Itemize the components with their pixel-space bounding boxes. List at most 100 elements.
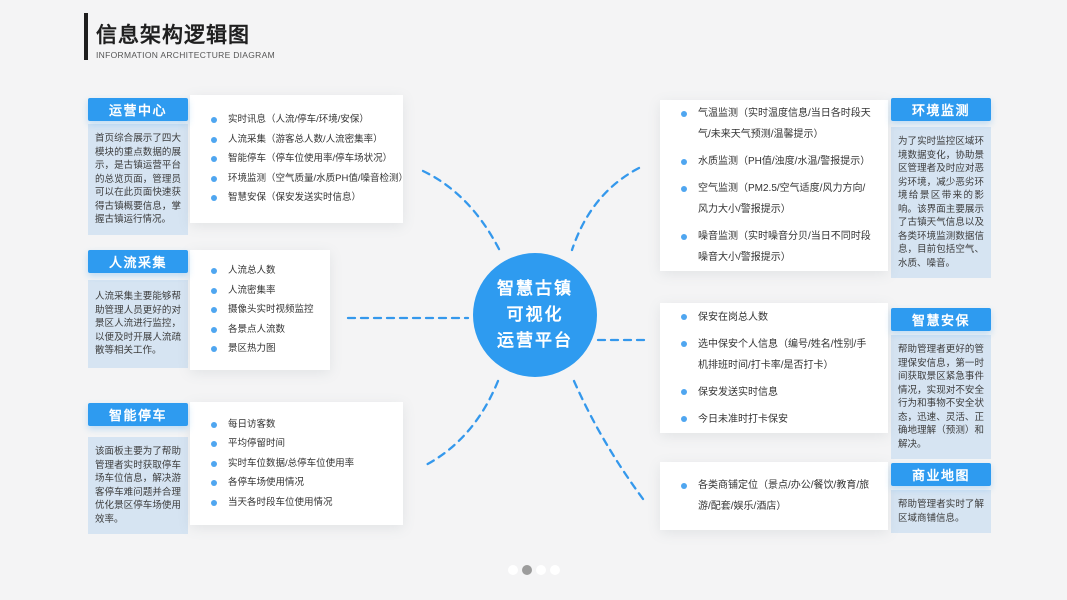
feature-item-label: 各景点人流数 bbox=[228, 323, 286, 335]
feature-item: 选中保安个人信息（编号/姓名/性别/手机排班时间/打卡率/是否打卡） bbox=[660, 334, 888, 376]
center-node-line3: 运营平台 bbox=[497, 331, 573, 350]
feature-item-label: 保安在岗总人数 bbox=[698, 311, 768, 323]
connector-lower-left bbox=[422, 379, 500, 468]
feature-item-label: 智慧安保（保安发送实时信息） bbox=[228, 192, 362, 204]
bullet-icon bbox=[211, 346, 217, 353]
description-text: 人流采集主要能够帮助管理人员更好的对景区人流进行监控，以便及时开展人流疏散等相关… bbox=[95, 291, 181, 357]
module-operation-center-card: 实时讯息（人流/停车/环境/安保） 人流采集（游客总人数/人流密集率） 智能停车（停… bbox=[190, 95, 408, 223]
feature-item: 气温监测（实时温度信息/当日各时段天气/未来天气预测/温馨提示） bbox=[660, 103, 888, 145]
module-business-map-header: 商业地图 bbox=[891, 463, 991, 486]
feature-item: 水质监测（PH值/浊度/水温/警报提示） bbox=[660, 151, 888, 172]
feature-item: 平均停留时间 bbox=[190, 434, 403, 454]
feature-item-label: 智能停车（停车位使用率/停车场状况） bbox=[228, 153, 393, 165]
module-smart-security-card: 保安在岗总人数选中保安个人信息（编号/姓名/性别/手机排班时间/打卡率/是否打卡… bbox=[660, 303, 888, 433]
feature-item: 环境监测（空气质量/水质PH值/噪音检测） bbox=[190, 169, 408, 189]
bullet-icon bbox=[681, 185, 687, 192]
feature-item-label: 平均停留时间 bbox=[228, 438, 286, 450]
bullet-icon bbox=[211, 117, 217, 124]
module-smart-parking-header: 智能停车 bbox=[88, 403, 188, 426]
bullet-icon bbox=[681, 482, 687, 489]
feature-item: 保安在岗总人数 bbox=[660, 307, 888, 328]
feature-item-label: 各停车场使用情况 bbox=[228, 477, 305, 489]
feature-item: 实时讯息（人流/停车/环境/安保） bbox=[190, 110, 403, 130]
pagination bbox=[0, 565, 1067, 575]
pagination-dot-1[interactable] bbox=[507, 565, 518, 575]
pagination-dot-3[interactable] bbox=[535, 565, 546, 575]
feature-list: 实时讯息（人流/停车/环境/安保） 人流采集（游客总人数/人流密集率） 智能停车（停… bbox=[190, 95, 408, 223]
bullet-icon bbox=[681, 158, 687, 165]
bullet-icon bbox=[211, 307, 217, 314]
bullet-icon bbox=[211, 460, 217, 467]
feature-item: 人流采集（游客总人数/人流密集率） bbox=[190, 130, 403, 150]
feature-item-label: 气温监测（实时温度信息/当日各时段天气/未来天气预测/温馨提示） bbox=[698, 108, 871, 140]
module-operation-center-description: 首页综合展示了四大模块的重点数据的展示，是古镇运营平台的总览页面，管理员可以在此… bbox=[88, 124, 188, 235]
feature-item: 智慧安保（保安发送实时信息） bbox=[190, 188, 403, 208]
feature-item-label: 水质监测（PH值/浊度/水温/警报提示） bbox=[698, 156, 871, 167]
feature-item-label: 摄像头实时视频监控 bbox=[228, 304, 314, 316]
feature-item-label: 空气监测（PM2.5/空气适度/风力方向/风力大小/警报提示） bbox=[698, 183, 866, 215]
bullet-icon bbox=[681, 389, 687, 395]
description-text: 帮助管理者实时了解区域商铺信息。 bbox=[898, 499, 984, 524]
connector-lower-right bbox=[572, 379, 645, 501]
feature-list: 每日访客数平均停留时间实时车位数据/总停车位使用率各停车场使用情况当天各时段车位… bbox=[190, 402, 403, 525]
feature-item-label: 景区热力图 bbox=[228, 343, 276, 355]
feature-item-label: 实时车位数据/总停车位使用率 bbox=[228, 457, 355, 469]
description-text: 该面板主要为了帮助管理者实时获取停车场车位信息，解决游客停车难问题并合理优化景区… bbox=[95, 446, 181, 525]
feature-item: 今日未准时打卡保安 bbox=[660, 409, 888, 430]
feature-item-label: 选中保安个人信息（编号/姓名/性别/手机排班时间/打卡率/是否打卡） bbox=[698, 338, 867, 371]
feature-item-label: 人流密集率 bbox=[228, 284, 276, 296]
connector-upper-right bbox=[570, 166, 641, 252]
feature-list: 各类商铺定位（景点/办公/餐饮/教育/旅游/配套/娱乐/酒店） bbox=[660, 462, 888, 530]
bullet-icon bbox=[681, 416, 687, 422]
module-smart-parking-card: 每日访客数平均停留时间实时车位数据/总停车位使用率各停车场使用情况当天各时段车位… bbox=[190, 402, 403, 525]
feature-item-label: 今日未准时打卡保安 bbox=[698, 413, 788, 425]
bullet-icon bbox=[211, 156, 217, 163]
feature-item-label: 当天各时段车位使用情况 bbox=[228, 496, 333, 508]
bullet-icon bbox=[211, 480, 217, 487]
feature-item: 实时车位数据/总停车位使用率 bbox=[190, 454, 403, 474]
center-node-line1: 智慧古镇 bbox=[497, 279, 573, 298]
page-title: 信息架构逻辑图 bbox=[96, 24, 250, 47]
module-environment-monitoring-card: 气温监测（实时温度信息/当日各时段天气/未来天气预测/温馨提示） 水质监测（PH值… bbox=[660, 100, 888, 271]
feature-item: 各停车场使用情况 bbox=[190, 473, 403, 493]
module-smart-security-description: 帮助管理者更好的管理保安信息，第一时间获取景区紧急事件情况，实现对不安全行为和事… bbox=[891, 335, 991, 459]
bullet-icon bbox=[211, 441, 217, 448]
bullet-icon bbox=[211, 136, 217, 143]
feature-item: 人流密集率 bbox=[190, 281, 330, 301]
bullet-icon bbox=[211, 421, 217, 428]
feature-item: 智能停车（停车位使用率/停车场状况） bbox=[190, 149, 403, 169]
module-environment-monitoring-header: 环境监测 bbox=[891, 98, 991, 121]
module-people-flow-card: 人流总人数人流密集率摄像头实时视频监控各景点人流数景区热力图 bbox=[190, 250, 330, 370]
feature-item-label: 保安发送实时信息 bbox=[698, 386, 778, 398]
pagination-dot-4[interactable] bbox=[549, 565, 560, 575]
feature-list: 保安在岗总人数选中保安个人信息（编号/姓名/性别/手机排班时间/打卡率/是否打卡… bbox=[660, 303, 888, 433]
bullet-icon bbox=[211, 175, 217, 182]
feature-item-label: 人流总人数 bbox=[228, 265, 276, 277]
feature-item-label: 实时讯息（人流/停车/环境/安保） bbox=[228, 114, 369, 126]
feature-item: 摄像头实时视频监控 bbox=[190, 300, 330, 320]
feature-item: 保安发送实时信息 bbox=[660, 382, 888, 403]
module-operation-center-header: 运营中心 bbox=[88, 98, 188, 121]
module-smart-parking-description: 该面板主要为了帮助管理者实时获取停车场车位信息，解决游客停车难问题并合理优化景区… bbox=[88, 437, 188, 534]
pagination-dot-2[interactable] bbox=[521, 565, 532, 575]
feature-list: 人流总人数人流密集率摄像头实时视频监控各景点人流数景区热力图 bbox=[190, 250, 330, 370]
bullet-icon bbox=[681, 341, 687, 347]
feature-item: 每日访客数 bbox=[190, 415, 403, 435]
feature-item-label: 每日访客数 bbox=[228, 418, 276, 430]
module-people-flow-description: 人流采集主要能够帮助管理人员更好的对景区人流进行监控，以便及时开展人流疏散等相关… bbox=[88, 280, 188, 368]
bullet-icon bbox=[211, 195, 217, 202]
feature-item-label: 环境监测（空气质量/水质PH值/噪音检测） bbox=[228, 172, 408, 184]
description-text: 帮助管理者更好的管理保安信息，第一时间获取景区紧急事件情况，实现对不安全行为和事… bbox=[898, 344, 984, 450]
connector-upper-left bbox=[421, 169, 502, 253]
module-people-flow-header: 人流采集 bbox=[88, 250, 188, 273]
module-business-map-card: 各类商铺定位（景点/办公/餐饮/教育/旅游/配套/娱乐/酒店） bbox=[660, 462, 888, 530]
feature-item-label: 各类商铺定位（景点/办公/餐饮/教育/旅游/配套/娱乐/酒店） bbox=[698, 480, 870, 512]
bullet-icon bbox=[211, 499, 217, 506]
feature-item-label: 噪音监测（实时噪音分贝/当日不同时段噪音大小/警报提示） bbox=[698, 231, 871, 263]
description-text: 首页综合展示了四大模块的重点数据的展示，是古镇运营平台的总览页面，管理员可以在此… bbox=[95, 133, 181, 225]
bullet-icon bbox=[681, 110, 687, 117]
feature-item: 当天各时段车位使用情况 bbox=[190, 493, 403, 513]
bullet-icon bbox=[211, 268, 217, 275]
